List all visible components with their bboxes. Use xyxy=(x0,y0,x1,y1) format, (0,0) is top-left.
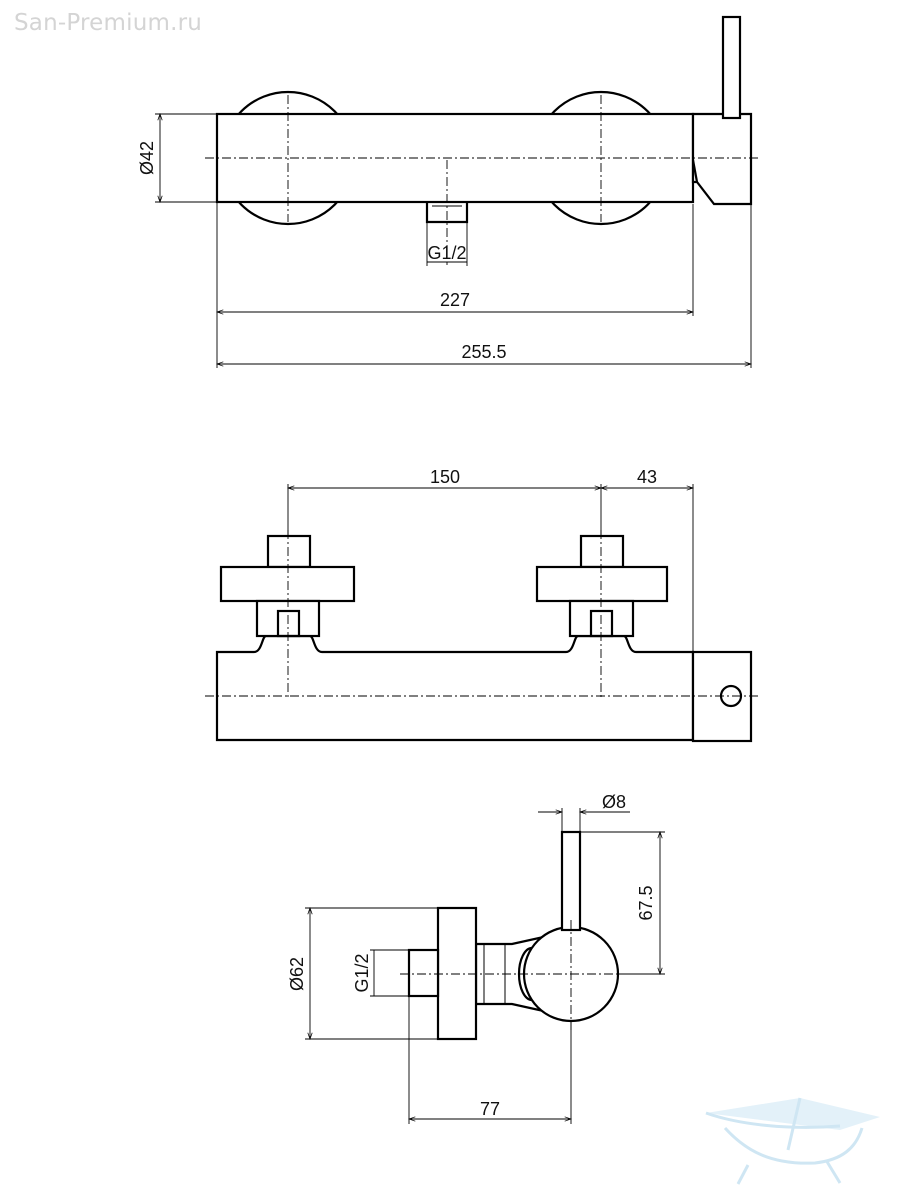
lever-height-label: 67.5 xyxy=(636,885,656,920)
left-pipe xyxy=(276,609,301,638)
lever-diameter-label: Ø8 xyxy=(602,792,626,812)
right-pipe xyxy=(589,609,614,638)
inlet-label: G1/2 xyxy=(352,953,372,992)
handle-offset-label: 43 xyxy=(637,467,657,487)
side-view: Ø8 67.5 Ø62 G1/2 77 xyxy=(287,792,665,1124)
body-length-label: 227 xyxy=(440,290,470,310)
right-union xyxy=(568,599,635,638)
housing-edge xyxy=(691,159,699,183)
depth-label: 77 xyxy=(480,1099,500,1119)
handle-housing xyxy=(691,112,753,206)
right-eccentric-top xyxy=(579,534,625,569)
flange-diameter-label: Ø62 xyxy=(287,957,307,991)
outlet-nipple xyxy=(425,202,469,224)
lever xyxy=(721,15,742,120)
outlet-label: G1/2 xyxy=(427,243,466,263)
right-nut xyxy=(535,565,669,603)
left-nut xyxy=(219,565,356,603)
front-body xyxy=(215,634,695,742)
bathtub-logo-icon xyxy=(705,1097,880,1185)
top-view: Ø42 G1/2 227 255.5 xyxy=(137,15,760,368)
left-eccentric-top xyxy=(266,534,312,569)
spacing-label: 150 xyxy=(430,467,460,487)
front-view: 150 43 xyxy=(205,467,760,743)
watermark-text: San-Premium.ru xyxy=(14,10,203,36)
side-inlet xyxy=(407,948,440,998)
diameter-label: Ø42 xyxy=(137,141,157,175)
side-lever xyxy=(560,830,582,932)
side-flange xyxy=(436,906,478,1041)
total-length-label: 255.5 xyxy=(461,342,506,362)
